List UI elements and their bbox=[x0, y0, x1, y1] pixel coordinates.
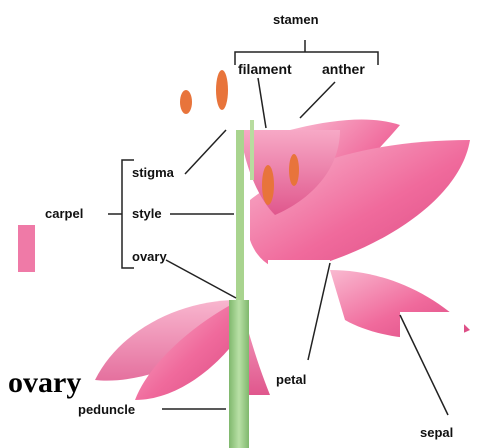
label-sepal: sepal bbox=[420, 425, 453, 440]
label-ovary: ovary bbox=[132, 249, 167, 264]
anther bbox=[262, 165, 274, 205]
anther bbox=[180, 90, 192, 114]
stem bbox=[229, 300, 249, 448]
stem-upper bbox=[236, 130, 244, 300]
anther bbox=[216, 70, 228, 110]
label-filament: filament bbox=[238, 61, 292, 77]
label-carpel: carpel bbox=[45, 206, 83, 221]
label-peduncle: peduncle bbox=[78, 402, 135, 417]
anther bbox=[289, 154, 299, 186]
filament bbox=[250, 120, 254, 180]
petal-left-strip bbox=[18, 225, 35, 272]
label-style: style bbox=[132, 206, 162, 221]
cutout-mid bbox=[268, 260, 330, 370]
label-anther: anther bbox=[322, 61, 365, 77]
label-stigma: stigma bbox=[132, 165, 174, 180]
label-petal: petal bbox=[276, 372, 306, 387]
label-stamen: stamen bbox=[273, 12, 319, 27]
cutout-right bbox=[400, 312, 464, 380]
overlay-label-ovary: ovary bbox=[8, 366, 81, 400]
